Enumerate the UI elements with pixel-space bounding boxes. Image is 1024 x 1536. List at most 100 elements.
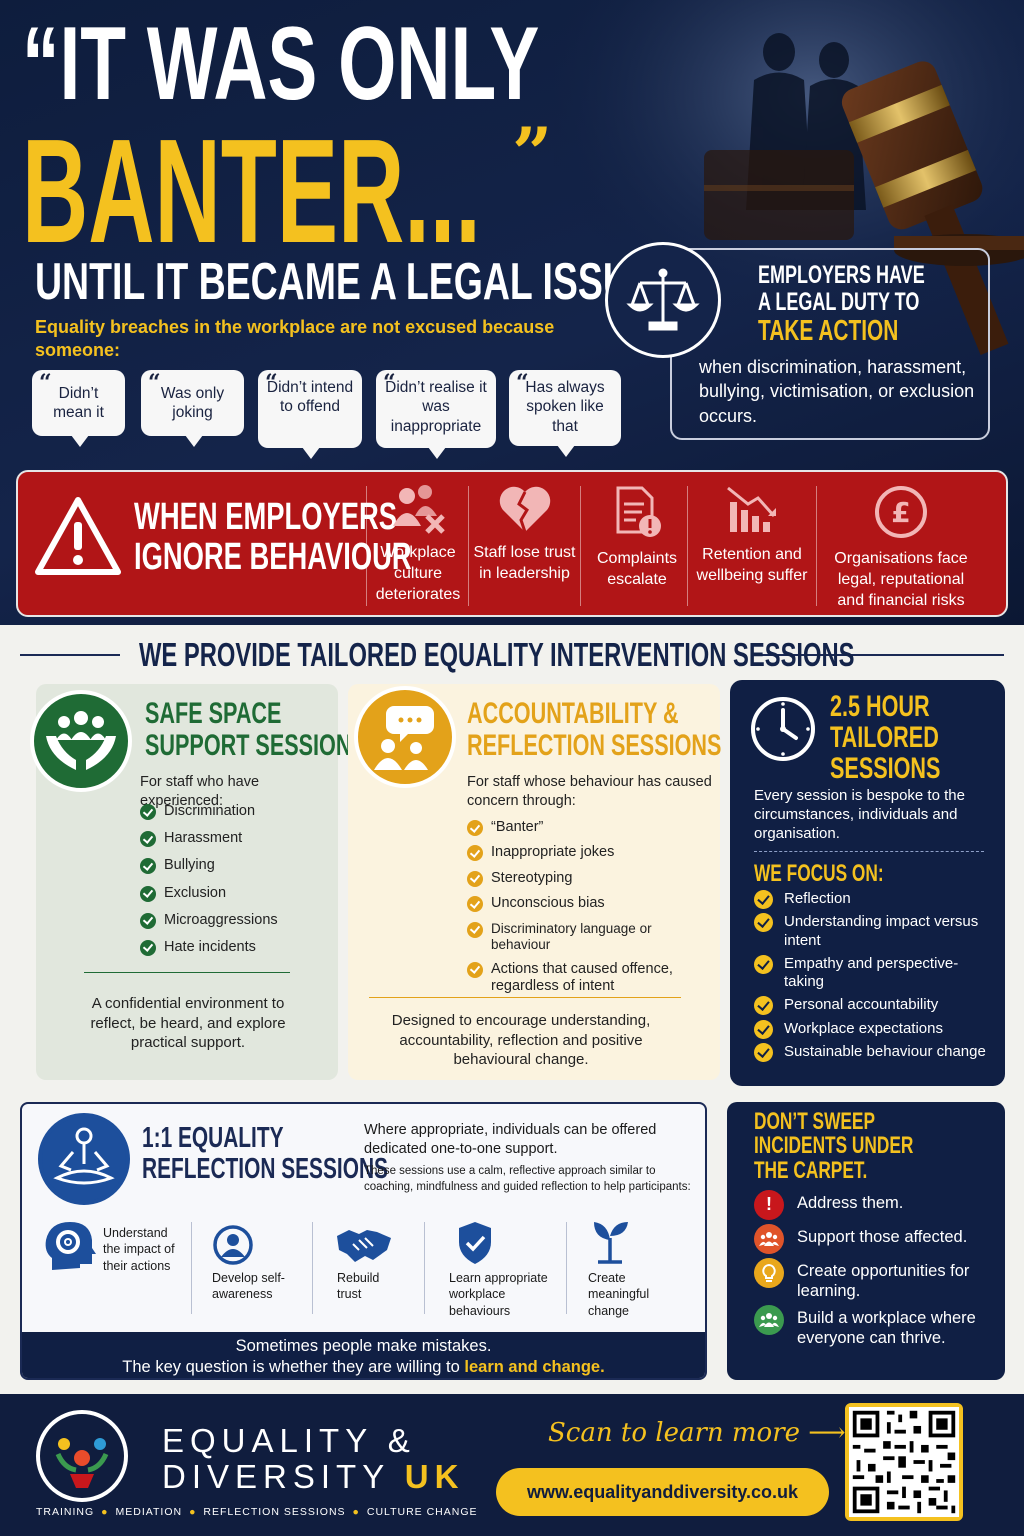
impact-item: Staff lose trust in leadership: [473, 484, 576, 584]
impact-item: Workplace culture deteriorates: [368, 484, 468, 605]
brand-logo: [36, 1410, 128, 1502]
divider: [84, 972, 290, 973]
safe-space-title-line: SAFE SPACE: [145, 697, 282, 730]
closing-line-2: The key question is whether they are wil…: [22, 1357, 705, 1378]
dont-sweep-title-line: DON’T SWEEP: [754, 1108, 875, 1135]
check-icon: [467, 845, 483, 862]
tagline-item: MEDIATION: [115, 1506, 183, 1518]
sweep-item: Build a workplace where everyone can thr…: [754, 1305, 994, 1369]
list-item-text: Sustainable behaviour change: [784, 1043, 986, 1061]
brand-name-highlight: UK: [404, 1458, 465, 1495]
check-icon: [140, 858, 156, 875]
legal-duty-title-highlight: TAKE ACTION: [758, 315, 899, 347]
impact-item: Retention and wellbeing suffer: [693, 484, 811, 586]
one-to-one-title-line: REFLECTION SESSIONS: [142, 1153, 388, 1186]
arrow-right-icon: ⟶: [808, 1418, 846, 1448]
list-item-text: Stereotyping: [491, 869, 573, 886]
ignore-title-line: WHEN EMPLOYERS: [134, 496, 397, 538]
safe-space-title-line: SUPPORT SESSIONS: [145, 729, 366, 763]
excuse-bubble: “Didn’t mean it: [32, 370, 125, 447]
list-item-text: Discriminatory language or behaviour: [491, 920, 652, 952]
list-item: Stereotyping: [467, 870, 712, 887]
sweep-item-text: Create opportunities for learning.: [797, 1262, 970, 1301]
focus-title: WE FOCUS ON:: [754, 860, 884, 887]
headline-line-1: “IT WAS ONLY: [22, 6, 540, 122]
provide-header: [0, 632, 1024, 674]
list-item-text: Harassment: [164, 830, 243, 847]
list-item-text: Personal accountability: [784, 996, 939, 1014]
list-item-text: Inappropriate jokes: [491, 844, 615, 861]
headline-line-2: BANTER...: [22, 109, 481, 274]
excuse-text: Was only joking: [160, 385, 225, 422]
meditation-icon: [38, 1113, 130, 1205]
ignore-behaviour-title: WHEN EMPLOYERS IGNORE BEHAVIOUR: [134, 496, 520, 578]
list-item-text: Understanding impact versus intent: [784, 913, 979, 949]
lightbulb-icon: [754, 1258, 784, 1288]
tagline-item: REFLECTION SESSIONS: [203, 1506, 346, 1518]
head-target-icon: [45, 1222, 96, 1270]
accountability-title: ACCOUNTABILITY & REFLECTION SESSIONS: [467, 697, 820, 763]
divider: [687, 486, 688, 606]
pound-coin-icon: £: [875, 486, 927, 538]
closing-line-2-prefix: The key question is whether they are wil…: [122, 1357, 465, 1376]
tagline-item: CULTURE CHANGE: [366, 1506, 478, 1518]
check-icon: [754, 996, 773, 1016]
legal-duty-text: when discrimination, harassment, bullyin…: [699, 357, 975, 426]
one-to-one-subtext: These sessions use a calm, reflective ap…: [364, 1165, 691, 1193]
handshake-icon: [337, 1230, 391, 1262]
broken-heart-icon: [499, 486, 550, 533]
list-item: Unconscious bias: [467, 895, 712, 913]
accountability-title-line: REFLECTION SESSIONS: [467, 729, 722, 763]
one-to-one-title: 1:1 EQUALITY REFLECTION SESSIONS: [142, 1122, 484, 1186]
accountability-intro: For staff whose behaviour has caused con…: [467, 774, 712, 809]
sweep-item: Support those affected.: [754, 1224, 994, 1256]
benefit-label: Rebuild trust: [337, 1271, 380, 1302]
excuse-text: Didn’t intend to offend: [266, 379, 354, 416]
divider: [366, 486, 367, 606]
ignore-behaviour-band: WHEN EMPLOYERS IGNORE BEHAVIOUR Workplac…: [16, 470, 1008, 617]
check-icon: [754, 954, 773, 974]
list-item-text: Unconscious bias: [491, 895, 605, 912]
website-link[interactable]: www.equalityanddiversity.co.uk: [496, 1468, 829, 1516]
dont-sweep-title-line: THE CARPET.: [754, 1156, 868, 1184]
safe-space-intro: For staff who have experienced:: [140, 774, 260, 809]
session-length-title: 2.5 HOUR TAILORED SESSIONS: [830, 690, 983, 785]
list-item: Inappropriate jokes: [467, 844, 712, 862]
impact-label: Organisations face legal, reputational a…: [834, 550, 968, 610]
session-length-title-line: 2.5 HOUR: [830, 690, 930, 723]
benefit-label: Learn appropriate workplace behaviours: [449, 1271, 548, 1318]
check-icon: [467, 820, 483, 836]
list-item: “Banter”: [467, 819, 712, 836]
declining-chart-icon: [727, 486, 776, 532]
list-item: Harassment: [140, 830, 330, 848]
session-length-card: [730, 680, 1005, 1086]
accountability-footer: Designed to encourage understanding, acc…: [391, 1012, 651, 1068]
session-length-text: Every session is bespoke to the circumst…: [754, 787, 965, 843]
scan-text: Scan to learn more: [548, 1418, 801, 1448]
list-item: Actions that caused offence, regardless …: [467, 961, 712, 996]
shield-check-icon: [459, 1222, 491, 1264]
qr-code[interactable]: [845, 1403, 963, 1521]
excuse-bubble: “Didn’t realise it was inappropriate: [376, 370, 496, 459]
headline-line-3: UNTIL IT BECAME A LEGAL ISSUE: [35, 253, 655, 311]
clock-icon: [751, 697, 815, 761]
safe-space-title: SAFE SPACE SUPPORT SESSIONS: [145, 697, 452, 763]
accountability-list: “Banter” Inappropriate jokes Stereotypin…: [467, 819, 712, 1006]
check-icon: [140, 885, 156, 902]
session-length-title-line: TAILORED: [830, 720, 939, 754]
people-cross-icon: [393, 485, 445, 534]
focus-list: Reflection Understanding impact versus i…: [754, 890, 994, 1066]
brand-name-line-1: EQUALITY &: [162, 1422, 416, 1459]
divider: [468, 486, 469, 606]
check-icon: [467, 896, 483, 913]
impact-label: Retention and wellbeing suffer: [696, 546, 808, 585]
check-icon: [140, 804, 156, 820]
dont-sweep-title: DON’T SWEEP INCIDENTS UNDER THE CARPET.: [754, 1108, 975, 1184]
sweep-item-text: Support those affected.: [797, 1228, 968, 1246]
list-item: Bullying: [140, 857, 330, 875]
person-circle-icon: [213, 1225, 253, 1265]
exclamation-icon: !: [754, 1190, 784, 1220]
check-icon: [140, 939, 156, 956]
brand-name-line-2: DIVERSITY UK: [162, 1458, 464, 1496]
